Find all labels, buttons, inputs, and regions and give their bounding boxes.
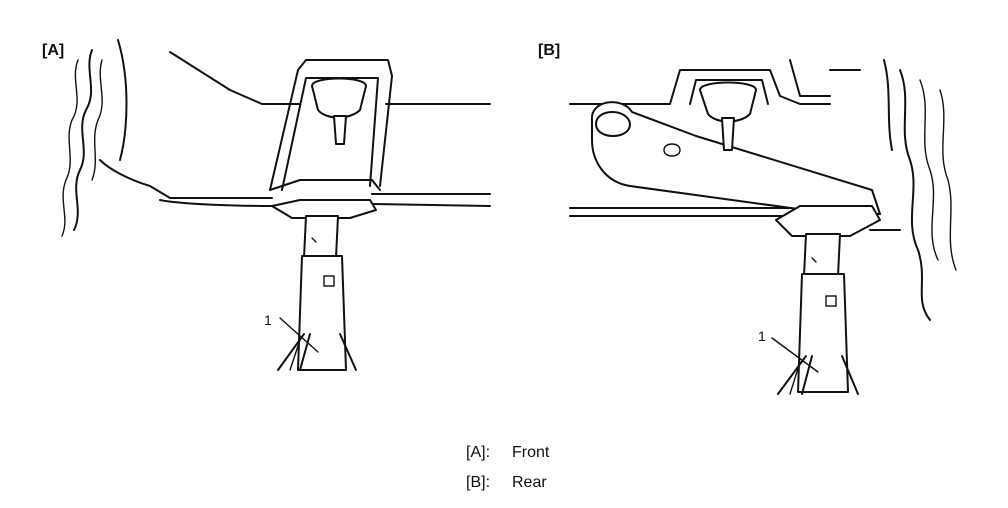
front-frame <box>149 51 491 207</box>
legend-row-front: [A]: Front <box>466 438 549 468</box>
rear-jack-drawing <box>569 59 957 395</box>
legend-key: [B]: <box>466 474 491 491</box>
front-jack-drawing <box>61 39 491 371</box>
legend-value: Front <box>512 444 550 461</box>
front-bracket <box>269 59 393 191</box>
front-jack-stand <box>271 199 377 371</box>
diagram-rear: [B] 1 <box>500 0 1008 420</box>
panel-label-rear: [B] <box>538 42 561 59</box>
rear-jack-stand <box>771 205 881 395</box>
legend-key: [A]: <box>466 444 491 461</box>
rear-arm <box>590 101 881 215</box>
rear-frame <box>569 59 901 231</box>
diagram-front: [A] 1 <box>0 0 500 420</box>
front-tire <box>61 39 151 237</box>
callout-number: 1 <box>758 328 766 344</box>
panel-label-front: [A] <box>42 42 65 59</box>
legend: [A]: Front [B]: Rear <box>466 438 549 498</box>
legend-row-rear: [B]: Rear <box>466 468 549 498</box>
legend-value: Rear <box>512 474 547 491</box>
callout-number: 1 <box>264 312 272 328</box>
rear-bump-stop <box>689 79 769 151</box>
rear-tire <box>883 59 957 321</box>
